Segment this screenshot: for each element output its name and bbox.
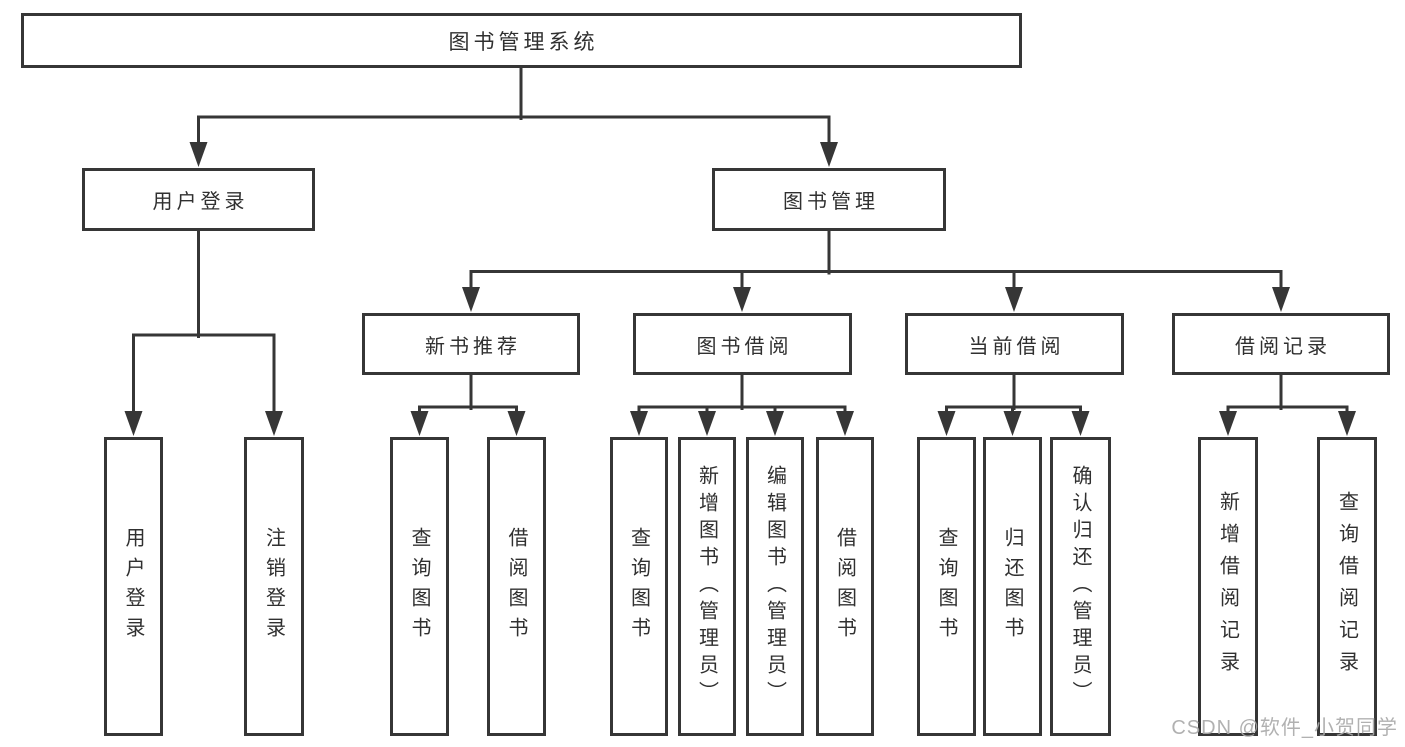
connector-user-login-to-leaves	[124, 227, 283, 436]
leaf-user-login: 用户登录	[104, 437, 163, 736]
connector-borrow-records-to-leaves	[1219, 371, 1356, 436]
leaf-logout: 注销登录	[244, 437, 304, 736]
leaf-query-books-borrow: 查询图书	[610, 437, 668, 736]
leaf-query-books-current-label: 查询图书	[935, 526, 957, 647]
connector-new-book-recommend-to-leaves	[410, 371, 526, 436]
node-user-login-label: 用户登录	[152, 191, 249, 213]
node-current-borrow: 当前借阅	[905, 313, 1124, 375]
leaf-confirm-return-admin-label: 确认归还（管理员）	[1069, 465, 1091, 708]
leaf-confirm-return-admin: 确认归还（管理员）	[1050, 437, 1111, 736]
node-current-borrow-label: 当前借阅	[968, 335, 1065, 358]
leaf-user-login-label: 用户登录	[122, 526, 144, 647]
leaf-borrow-books-recommend-label: 借阅图书	[505, 526, 527, 647]
leaf-borrow-books-label: 借阅图书	[833, 526, 856, 647]
connector-current-borrow-to-leaves	[937, 371, 1090, 436]
leaf-add-book-admin: 新增图书（管理员）	[678, 437, 736, 736]
leaf-return-books: 归还图书	[983, 437, 1042, 736]
watermark: CSDN @软件_小贺同学	[1171, 717, 1398, 739]
leaf-edit-book-admin: 编辑图书（管理员）	[746, 437, 804, 736]
leaf-borrow-books: 借阅图书	[816, 437, 874, 736]
node-new-book-recommend-label: 新书推荐	[425, 335, 521, 358]
connector-book-management-to-level2	[462, 227, 1290, 312]
leaf-query-borrow-record: 查询借阅记录	[1317, 437, 1377, 736]
leaf-query-books-current: 查询图书	[917, 437, 976, 736]
node-book-borrow: 图书借阅	[633, 313, 852, 375]
leaf-add-borrow-record: 新增借阅记录	[1198, 437, 1258, 736]
leaf-borrow-books-recommend: 借阅图书	[487, 437, 546, 736]
leaf-add-book-admin-label: 新增图书（管理员）	[695, 465, 718, 708]
node-book-management-system: 图书管理系统	[21, 13, 1022, 68]
node-borrow-records: 借阅记录	[1172, 313, 1390, 375]
node-new-book-recommend: 新书推荐	[362, 313, 580, 375]
leaf-return-books-label: 归还图书	[1001, 526, 1023, 647]
leaf-query-books-recommend-label: 查询图书	[408, 526, 430, 647]
connector-book-borrow-to-leaves	[630, 371, 854, 436]
node-book-management: 图书管理	[712, 168, 946, 231]
node-borrow-records-label: 借阅记录	[1235, 335, 1331, 358]
node-book-borrow-label: 图书借阅	[696, 335, 793, 358]
leaf-edit-book-admin-label: 编辑图书（管理员）	[763, 465, 786, 708]
node-user-login: 用户登录	[82, 168, 315, 231]
leaf-query-books-recommend: 查询图书	[390, 437, 449, 736]
connector-root-to-level1	[189, 64, 838, 167]
leaf-query-books-borrow-label: 查询图书	[627, 526, 650, 647]
node-book-management-system-label: 图书管理系统	[448, 30, 599, 54]
leaf-query-borrow-record-label: 查询借阅记录	[1335, 490, 1358, 683]
leaf-logout-label: 注销登录	[262, 526, 285, 647]
node-book-management-label: 图书管理	[783, 191, 879, 213]
leaf-add-borrow-record-label: 新增借阅记录	[1216, 490, 1239, 683]
